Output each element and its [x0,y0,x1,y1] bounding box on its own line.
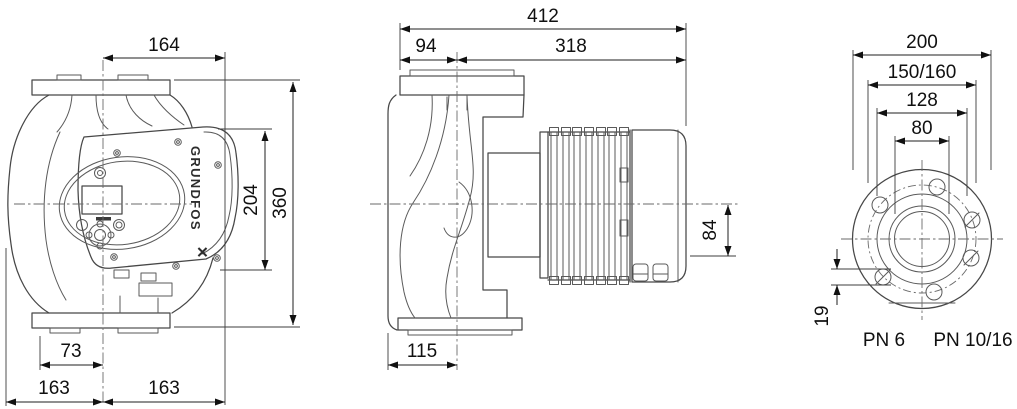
front-view: GRUNDFOS ✕ 164 204 [5,35,300,406]
dim-200-label: 200 [906,32,938,53]
display-screen [81,185,123,215]
cable-gland-icon [652,263,669,282]
home-button-icon [113,219,125,231]
dim-73-label: 73 [60,341,81,362]
dim-94-label: 94 [415,36,437,57]
dim-204-label: 204 [241,184,262,216]
grundfos-x-icon: ✕ [193,246,210,259]
flange-centerlines [841,160,1003,320]
side-view: 412 94 318 84 115 [370,6,740,370]
dim-80-label: 80 [911,118,932,139]
dim-163-left-label: 163 [38,378,70,399]
flange-end-view: 200 150/160 128 80 19 P [812,32,1013,351]
dim-164-label: 164 [148,35,180,56]
plate-screws [110,138,222,270]
flange-dimensions: 200 150/160 128 80 19 P [812,32,1013,351]
grundfos-logo-text: GRUNDFOS [188,146,203,231]
front-pump-outline [7,74,214,334]
side-pump-outline [387,69,549,336]
pn6-label: PN 6 [863,330,905,351]
dim-84-label: 84 [700,219,721,241]
dim-19-label: 19 [812,305,833,326]
motor-fins [547,127,631,285]
dim-318-label: 318 [555,36,587,57]
front-control-panel: GRUNDFOS ✕ [58,126,239,297]
bolt-holes [871,178,981,301]
dim-115-label: 115 [407,341,437,362]
side-centerlines [370,52,740,370]
dim-150-160-label: 150/160 [888,62,957,83]
front-centerlines [14,60,192,405]
menu-button-icon [76,219,88,231]
pn10-16-label: PN 10/16 [933,330,1012,351]
dim-128-label: 128 [906,90,938,111]
dim-163-right-label: 163 [148,378,180,399]
front-dimensions: 164 204 360 73 [5,35,300,406]
terminal-box [631,129,687,283]
screw-icon [94,167,106,179]
side-dimensions: 412 94 318 84 115 [387,6,736,370]
dim-360-label: 360 [270,187,291,219]
cable-gland-icon [632,263,649,282]
dim-412-label: 412 [527,6,559,27]
